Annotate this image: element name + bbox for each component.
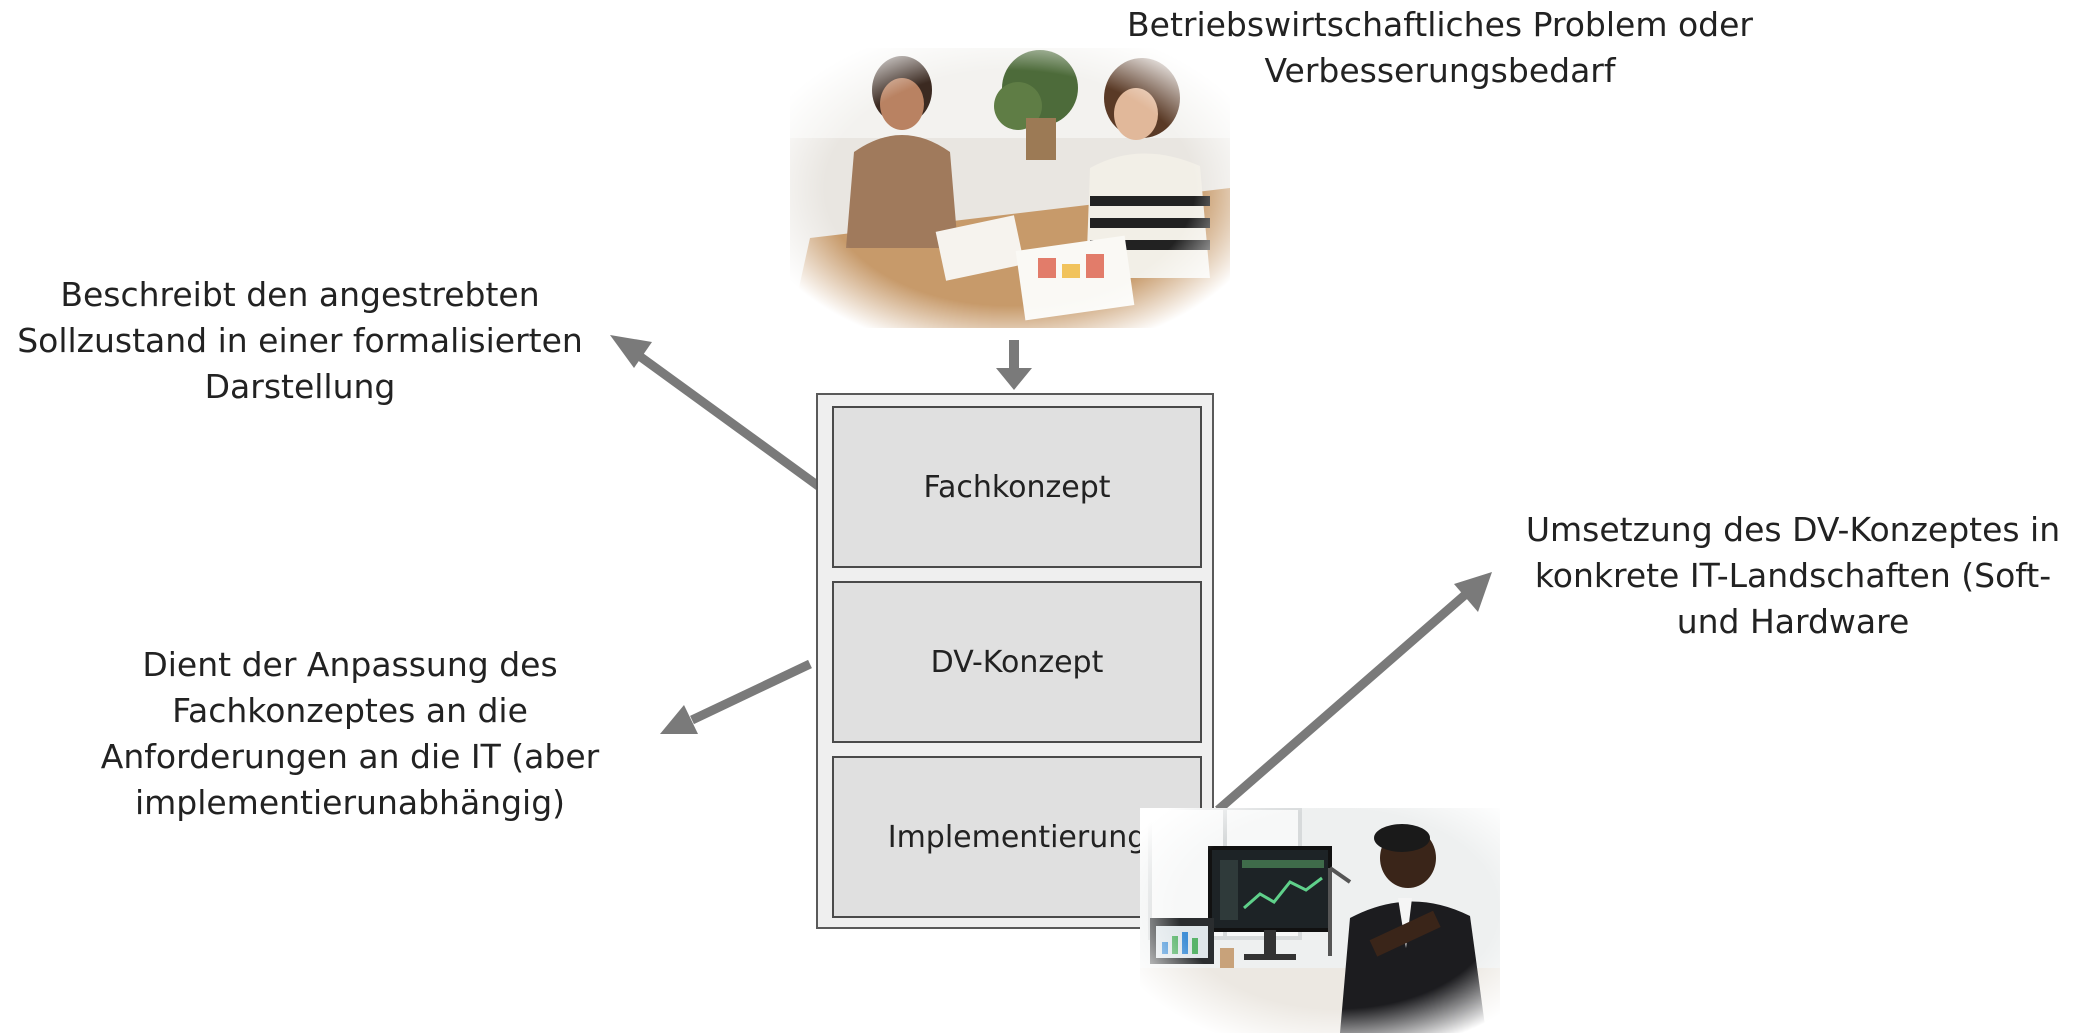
problem-caption-line: Betriebswirtschaftliches Problem oder [1127, 5, 1753, 44]
dvkonzept-description-line: Fachkonzeptes an die [172, 691, 528, 730]
arrow-fachkonzept-description [610, 335, 835, 500]
arrow-implementierung-description [1215, 572, 1492, 814]
implementierung-description-line: Umsetzung des DV-Konzeptes in [1525, 510, 2061, 549]
implementierung-description-line: und Hardware [1676, 602, 1910, 641]
fachkonzept-description-line: Beschreibt den angestrebten [60, 275, 540, 314]
problem-caption-line: Verbesserungsbedarf [1264, 51, 1616, 90]
team-meeting-photo [790, 48, 1230, 328]
fachkonzept-description: Beschreibt den angestrebten Sollzustand … [0, 272, 600, 410]
fachkonzept-description-line: Darstellung [204, 367, 396, 406]
dvkonzept-description-line: Dient der Anpassung des [142, 645, 558, 684]
arrow-problem-to-fachkonzept [996, 340, 1032, 390]
layer-dvkonzept: DV-Konzept [832, 581, 1202, 743]
layer-fachkonzept: Fachkonzept [832, 406, 1202, 568]
layer-dvkonzept-label: DV-Konzept [930, 644, 1104, 680]
dvkonzept-description-line: Anforderungen an die IT (aber [100, 737, 600, 776]
dvkonzept-description-line: implementierunabhängig) [134, 783, 566, 822]
problem-caption: Betriebswirtschaftliches Problem oder Ve… [1040, 2, 1840, 94]
implementierung-description: Umsetzung des DV-Konzeptes in konkrete I… [1500, 507, 2086, 645]
fachkonzept-description-line: Sollzustand in einer formalisierten [17, 321, 583, 360]
implementierung-description-line: konkrete IT-Landschaften (Soft- [1534, 556, 2052, 595]
dvkonzept-description: Dient der Anpassung des Fachkonzeptes an… [60, 642, 640, 826]
arrow-dvkonzept-description [660, 659, 812, 734]
layer-implementierung-label: Implementierung [887, 819, 1147, 855]
developer-at-workstation-photo [1140, 808, 1500, 1033]
layer-fachkonzept-label: Fachkonzept [923, 469, 1111, 505]
